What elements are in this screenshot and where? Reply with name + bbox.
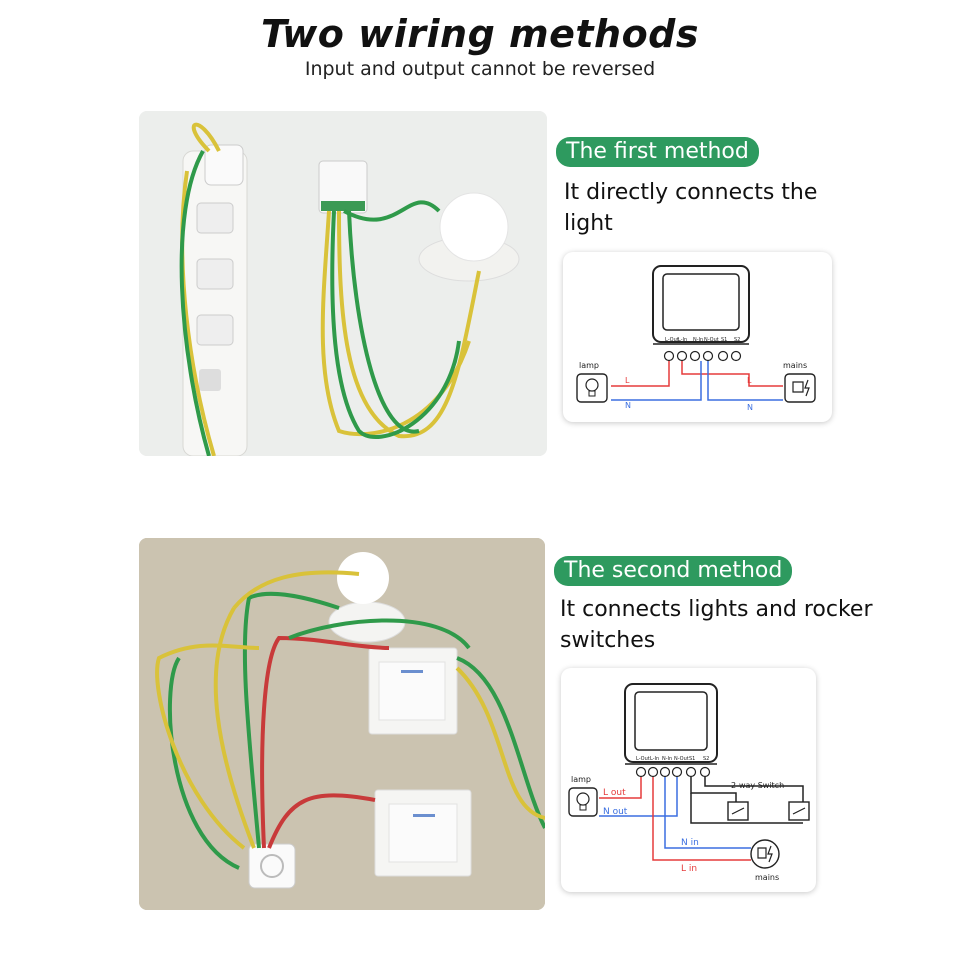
- l-out-label: L out: [603, 788, 626, 798]
- terminal-screws: [663, 350, 742, 362]
- second-method-description: It connects lights and rocker switches: [560, 597, 873, 653]
- terminal-label: L-In: [650, 756, 659, 762]
- page-title: Two wiring methods: [260, 12, 700, 56]
- first-method-description: It directly connects the light: [564, 180, 818, 236]
- terminal-label: S1: [721, 337, 727, 343]
- terminal-label: N-In: [662, 756, 672, 762]
- switch-label: 2-way Switch: [731, 781, 784, 790]
- mains-label: mains: [783, 361, 807, 370]
- n-in-label: N in: [681, 838, 699, 848]
- wiring-photo-second-method: [139, 538, 545, 910]
- wire-label-n: N: [747, 403, 753, 412]
- lightbulb-icon: [576, 373, 608, 403]
- lamp-label: lamp: [579, 361, 599, 370]
- first-method-diagram: L-Out L-In N-In N-Out S1 S2 L N L N lamp: [563, 252, 832, 422]
- terminal-label: N-In: [693, 337, 703, 343]
- mains-label: mains: [755, 873, 779, 882]
- terminal-label: S1: [689, 756, 695, 762]
- terminal-label: L-Out: [636, 756, 650, 762]
- lamp-label: lamp: [571, 775, 591, 784]
- plug-icon: [750, 839, 780, 869]
- n-out-label: N out: [603, 807, 628, 817]
- terminal-label: L-Out: [665, 337, 679, 343]
- switch-icon: [788, 801, 810, 821]
- plug-icon: [784, 373, 816, 403]
- wire-label-l: L: [625, 376, 630, 385]
- terminal-label: N-Out: [674, 756, 689, 762]
- terminal-label: N-Out: [704, 337, 719, 343]
- lightbulb-icon: [568, 787, 598, 817]
- page-subtitle: Input and output cannot be reversed: [304, 58, 656, 80]
- wire-label-l: L: [747, 376, 752, 385]
- second-method-diagram: L-Out L-In N-In N-Out S1 S2 L out N out …: [561, 668, 816, 892]
- switch-icon: [727, 801, 749, 821]
- wiring-photo-first-method: [139, 111, 547, 456]
- wire-label-n: N: [625, 401, 631, 410]
- terminal-label: S2: [703, 756, 709, 762]
- second-method-badge: The second method: [554, 556, 793, 586]
- terminal-label: L-In: [678, 337, 687, 343]
- first-method-badge: The first method: [556, 137, 759, 167]
- terminal-label: S2: [734, 337, 740, 343]
- terminal-labels: L-Out L-In N-In N-Out S1 S2: [665, 337, 740, 343]
- l-in-label: L in: [681, 864, 697, 874]
